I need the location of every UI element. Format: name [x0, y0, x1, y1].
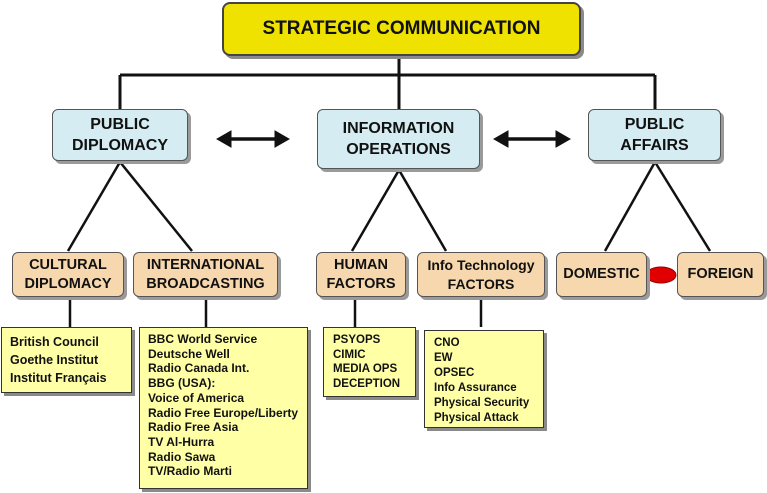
- list-item: British Council: [10, 335, 99, 349]
- list-item: OPSEC: [434, 367, 475, 379]
- list-item: BBC World Service: [148, 332, 258, 346]
- information-operations-label-line2: OPERATIONS: [346, 141, 451, 158]
- branch-line-foreign: [653, 161, 712, 252]
- branch-line-cultural: [66, 161, 122, 252]
- human-factors-box: HUMAN FACTORS: [316, 252, 406, 297]
- info-technology-factors-label-line2: FACTORS: [447, 275, 515, 292]
- information-operations-label-line1: INFORMATION: [342, 120, 455, 137]
- list-item: CNO: [434, 337, 460, 349]
- domestic-label: DOMESTIC: [563, 266, 640, 282]
- list-item: Voice of America: [148, 390, 245, 405]
- list-item: TV Al-Hurra: [148, 434, 215, 449]
- double-arrow-left: [215, 130, 291, 148]
- public-affairs-label-line1: PUBLIC: [624, 116, 685, 133]
- human-factors-list: PSYOPS CIMIC MEDIA OPS DECEPTION: [323, 327, 416, 397]
- international-broadcasting-box: INTERNATIONAL BROADCASTING: [133, 252, 278, 297]
- list-item: DECEPTION: [333, 377, 401, 390]
- list-item: Info Assurance: [434, 382, 517, 394]
- strategic-communication-label: STRATEGIC COMMUNICATION: [262, 18, 541, 39]
- human-factors-label-line1: HUMAN: [334, 256, 388, 273]
- international-broadcasting-list: BBC World Service Deutsche Well Radio Ca…: [139, 327, 308, 489]
- branch-line-human: [350, 169, 401, 252]
- list-item: Deutsche Well: [148, 346, 230, 361]
- info-technology-factors-box: Info Technology FACTORS: [417, 252, 545, 297]
- list-item: Radio Free Europe/Liberty: [148, 405, 299, 420]
- list-item: Radio Free Asia: [148, 420, 239, 435]
- link-oval: [645, 266, 677, 284]
- international-broadcasting-label-line1: INTERNATIONAL: [146, 256, 265, 273]
- international-broadcasting-label-line2: BROADCASTING: [146, 275, 265, 292]
- domestic-box: DOMESTIC: [556, 252, 647, 297]
- branch-line-domestic: [603, 161, 657, 252]
- public-affairs-box: PUBLIC AFFAIRS: [588, 109, 721, 161]
- public-affairs-label-line2: AFFAIRS: [620, 137, 689, 154]
- strategic-communication-box: STRATEGIC COMMUNICATION: [222, 2, 581, 56]
- list-item: Institut Français: [10, 371, 107, 385]
- list-item: Physical Attack: [434, 412, 519, 424]
- cultural-diplomacy-list: British Council Goethe Institut Institut…: [1, 327, 132, 393]
- list-item: EW: [434, 352, 453, 364]
- public-diplomacy-box: PUBLIC DIPLOMACY: [52, 109, 188, 161]
- public-diplomacy-label-line2: DIPLOMACY: [72, 137, 168, 154]
- cultural-diplomacy-label-line2: DIPLOMACY: [24, 275, 112, 292]
- list-item: Physical Security: [434, 397, 530, 409]
- double-arrow-right: [492, 130, 572, 148]
- list-item: PSYOPS: [333, 334, 381, 346]
- list-item: TV/Radio Marti: [148, 464, 233, 479]
- branch-line-tech: [397, 169, 448, 252]
- branch-line-broadcasting: [119, 161, 193, 252]
- list-item: BBG (USA):: [148, 376, 216, 391]
- human-factors-label-line2: FACTORS: [326, 275, 396, 292]
- info-technology-factors-label-line1: Info Technology: [427, 256, 535, 273]
- information-operations-box: INFORMATION OPERATIONS: [317, 109, 480, 169]
- list-item: Radio Canada Int.: [148, 361, 250, 376]
- cultural-diplomacy-box: CULTURAL DIPLOMACY: [12, 252, 124, 297]
- list-item: Radio Sawa: [148, 449, 216, 464]
- foreign-label: FOREIGN: [687, 266, 754, 282]
- info-technology-factors-list: CNO EW OPSEC Info Assurance Physical Sec…: [424, 330, 544, 428]
- cultural-diplomacy-label-line1: CULTURAL: [29, 256, 107, 273]
- public-diplomacy-label-line1: PUBLIC: [90, 116, 150, 133]
- list-item: MEDIA OPS: [333, 363, 398, 376]
- list-item: Goethe Institut: [10, 353, 99, 367]
- list-item: CIMIC: [333, 348, 366, 361]
- foreign-box: FOREIGN: [677, 252, 764, 297]
